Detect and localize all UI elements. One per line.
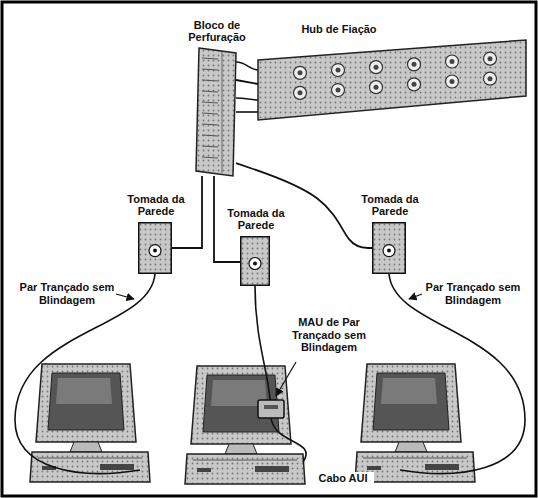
node-label: Hub de Fiação [288, 23, 390, 36]
wiring-hub-outline [258, 40, 526, 120]
leader-line [116, 294, 134, 299]
node-label: Tomada da Parede [123, 193, 189, 218]
cable-connector [172, 176, 202, 248]
leader-line [276, 362, 296, 396]
aui-cable [271, 418, 306, 462]
mau-device [258, 400, 284, 418]
wall-jack: Tomada da Parede [372, 222, 406, 274]
wall-jack-outline [240, 236, 270, 286]
wiring-hub: Hub de Fiação [258, 40, 526, 120]
cable-label: Par Trançado sem Blindagem [18, 281, 116, 306]
punch-block-outline [196, 48, 236, 176]
wall-jack-outline [138, 222, 172, 274]
hub-cable [236, 62, 258, 70]
utp-cable [389, 274, 525, 473]
wall-jack: Tomada da Parede [240, 236, 270, 286]
cable-connector [214, 176, 240, 262]
punch-block: Bloco de Perfuração [196, 48, 236, 176]
cable-connector [236, 80, 258, 84]
hub-cable [236, 98, 258, 100]
wall-jack: Tomada da Parede [138, 222, 172, 274]
mau-port [264, 405, 278, 409]
cable-connector [236, 163, 372, 248]
cable-label: Cabo AUI [312, 472, 374, 485]
wall-jack-outline [372, 222, 406, 274]
device-label: MAU de Par Trançado sem Blindagem [282, 316, 376, 354]
computer [355, 364, 475, 482]
node-label: Bloco de Perfuração [171, 19, 263, 44]
computer [185, 366, 305, 484]
hub-cable [236, 111, 258, 113]
cable-label: Par Trançado sem Blindagem [424, 281, 522, 306]
node-label: Tomada da Parede [357, 193, 423, 218]
utp-cable [15, 274, 155, 473]
leader-line [409, 294, 422, 299]
node-label: Tomada da Parede [223, 207, 289, 232]
utp-cable [255, 286, 270, 400]
